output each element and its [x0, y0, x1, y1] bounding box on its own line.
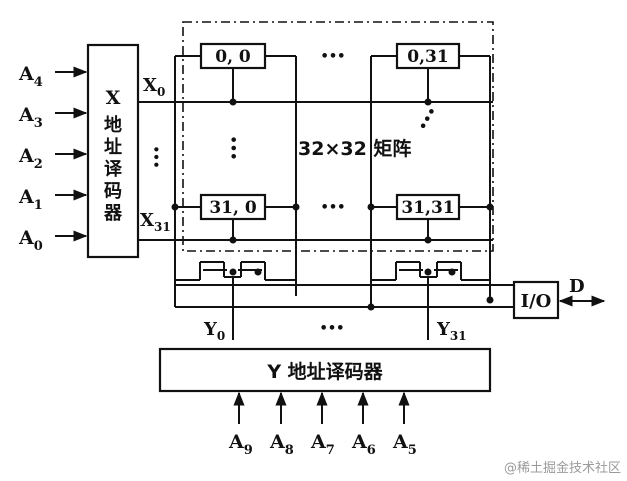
- x-decoder-char-3: 码: [104, 181, 122, 202]
- cell-31-31-label: 31,31: [401, 198, 454, 218]
- y-output-y31: Y31: [436, 319, 467, 343]
- svg-text:A6: A6: [351, 431, 376, 458]
- cell-0-0-label: 0, 0: [215, 47, 251, 67]
- x-decoder-title: X: [106, 87, 121, 109]
- y-input-a6: A6: [351, 391, 376, 458]
- cell-0-31: [395, 42, 461, 70]
- cell-31-0: [199, 193, 267, 221]
- cell-31-31: [395, 193, 461, 221]
- x-decoder-ellipsis: •••: [149, 145, 163, 168]
- y-input-a7: A7: [310, 391, 335, 458]
- junction-dots: [171, 98, 494, 244]
- col31-select-transistors: [371, 261, 490, 340]
- y-input-a5: A5: [392, 391, 417, 458]
- cell-0-31-label: 0,31: [407, 47, 448, 67]
- x-decoder-char-2: 译: [104, 159, 123, 180]
- row31-ellipsis: •••: [321, 200, 346, 215]
- y-input-a9: A9: [228, 391, 253, 458]
- svg-text:A8: A8: [269, 431, 294, 458]
- svg-text:A9: A9: [228, 431, 253, 458]
- data-out-label: D: [569, 276, 585, 297]
- cell-31-0-label: 31, 0: [209, 198, 256, 218]
- x-output-x31: X31: [140, 210, 171, 234]
- y-input-a8: A8: [269, 391, 294, 458]
- bus-dot-2: [486, 296, 494, 304]
- svg-text:A4: A4: [18, 63, 43, 90]
- x-output-x0: X0: [143, 75, 165, 99]
- x-input-a3: A3: [18, 104, 88, 131]
- x-input-a1: A1: [18, 186, 88, 213]
- x-input-a4: A4: [18, 63, 88, 90]
- y-decoder-ellipsis: •••: [320, 321, 345, 336]
- col0-ellipsis: •••: [225, 136, 240, 161]
- x-decoder-char-0: 地: [104, 114, 122, 136]
- col0-select-transistors: [175, 261, 296, 340]
- matrix-label: 32×32 矩阵: [298, 137, 411, 160]
- x-decoder-char-1: 址: [104, 137, 122, 158]
- svg-text:A7: A7: [310, 431, 335, 458]
- row0-ellipsis: •••: [321, 49, 346, 64]
- watermark: @稀土掘金技术社区: [504, 460, 621, 476]
- x-input-a2: A2: [18, 145, 88, 172]
- io-box: [512, 280, 560, 320]
- svg-text:A2: A2: [18, 145, 43, 172]
- y-output-y0: Y0: [203, 319, 225, 343]
- cell-0-0: [199, 42, 267, 70]
- svg-text:A1: A1: [18, 186, 43, 213]
- x-decoder-char-4: 器: [103, 203, 123, 224]
- svg-text:A3: A3: [18, 104, 43, 131]
- y-decoder-box: [158, 347, 492, 393]
- matrix-boundary: [182, 21, 494, 252]
- svg-text:A5: A5: [392, 431, 417, 458]
- io-label: I/O: [521, 291, 552, 312]
- col31-ellipsis: •••: [416, 105, 441, 134]
- y-decoder-label: Y 地址译码器: [266, 360, 383, 383]
- bus-dot-1: [367, 303, 375, 311]
- x-input-a0: A0: [18, 227, 88, 254]
- svg-text:A0: A0: [18, 227, 43, 254]
- x-decoder-box: [86, 43, 140, 259]
